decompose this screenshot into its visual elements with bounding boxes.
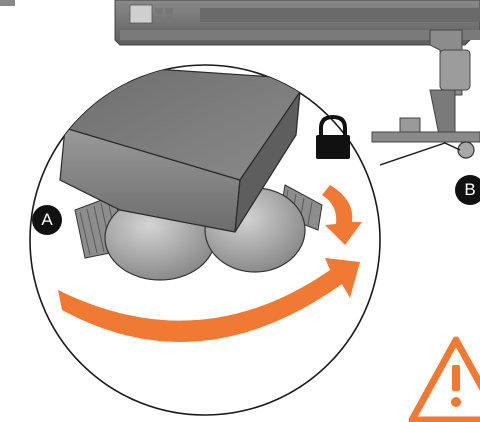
zoom-connector [380, 143, 460, 165]
callout-label-b: B [455, 175, 480, 205]
warning-triangle-icon [412, 340, 480, 420]
callout-label-a: A [32, 205, 62, 235]
